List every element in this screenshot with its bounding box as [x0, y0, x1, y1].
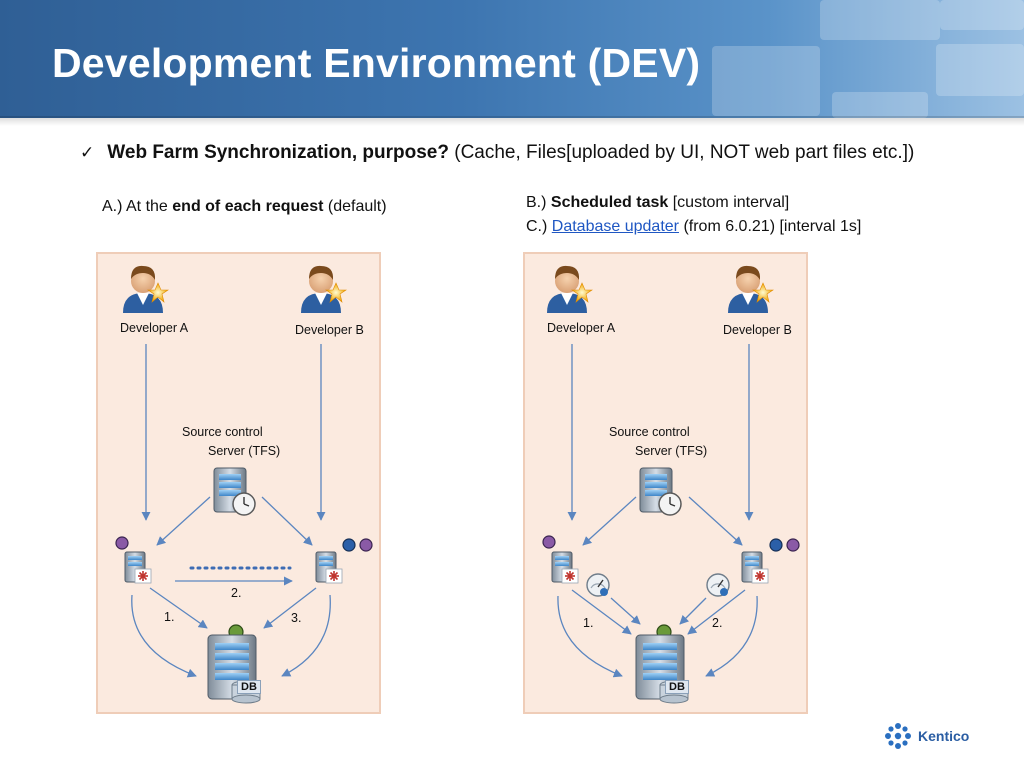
option-a-suffix: (default)	[327, 198, 387, 215]
arrow-tfs-to-a	[156, 496, 211, 546]
web-server-a-icon	[124, 551, 152, 584]
arrow-a-to-db	[149, 587, 208, 629]
web-server-a-icon	[551, 551, 579, 584]
source-control-line2: Server (TFS)	[208, 444, 281, 458]
step-1-label: 1.	[583, 616, 594, 630]
slide-header	[0, 0, 1024, 118]
web-server-b-icon	[315, 551, 343, 584]
db-label: DB	[237, 680, 261, 694]
blue-dot	[342, 538, 356, 552]
blue-dot	[769, 538, 783, 552]
developer-b-icon	[300, 265, 347, 314]
purple-dot	[786, 538, 800, 552]
developer-b-icon	[727, 265, 774, 314]
option-b-suffix: [custom interval]	[672, 194, 790, 211]
arrow-tfs-to-b	[688, 496, 743, 546]
source-control-line1: Source control	[182, 425, 263, 439]
kentico-logo-icon	[885, 723, 911, 749]
tfs-server-icon	[639, 467, 682, 516]
gauge-icon	[706, 573, 730, 597]
database-updater-link[interactable]: Database updater	[551, 218, 679, 235]
arrow-tfs-to-a	[582, 496, 637, 546]
header-tile	[832, 92, 928, 118]
bullet-line: ✓ Web Farm Synchronization, purpose? (Ca…	[80, 142, 914, 164]
arrow-tfs-to-b	[261, 496, 313, 546]
header-tile	[820, 0, 940, 40]
source-control-line2: Server (TFS)	[635, 444, 708, 458]
arrow-gauge-a-to-db	[610, 597, 641, 625]
check-icon: ✓	[80, 143, 95, 162]
option-b-caption: B.) Scheduled task [custom interval]	[526, 191, 789, 214]
purple-dot	[359, 538, 373, 552]
slide-title: Development Environment (DEV)	[52, 40, 701, 86]
developer-b-label: Developer B	[295, 323, 364, 337]
db-label: DB	[665, 680, 689, 694]
option-c-prefix: C.)	[526, 218, 548, 235]
gauge-icon	[586, 573, 610, 597]
arrow-b-curve-db	[281, 594, 331, 677]
step-3-label: 3.	[291, 611, 302, 625]
purple-dot	[115, 536, 129, 550]
diagram-left	[115, 265, 373, 704]
step-1-label: 1.	[164, 610, 175, 624]
source-control-label: Source control Server (TFS)	[609, 423, 707, 461]
arrow-b-to-db	[687, 589, 746, 635]
option-c-suffix: (from 6.0.21) [interval 1s]	[683, 218, 862, 235]
developer-a-icon	[122, 265, 169, 314]
developer-b-label: Developer B	[723, 323, 792, 337]
option-a-caption: A.) At the end of each request (default)	[102, 195, 387, 218]
bullet-rest: (Cache, Files[uploaded by UI, NOT web pa…	[454, 142, 915, 163]
option-b-prefix: B.)	[526, 194, 547, 211]
option-b-bold: Scheduled task	[550, 194, 669, 211]
arrow-b-curve-db	[705, 595, 758, 677]
header-shadow	[0, 116, 1024, 126]
purple-dot	[542, 535, 556, 549]
source-control-line1: Source control	[609, 425, 690, 439]
option-c-caption: C.) Database updater (from 6.0.21) [inte…	[526, 215, 861, 238]
arrow-b-to-db	[263, 587, 317, 629]
option-a-bold: end of each request	[172, 198, 324, 215]
step-2-label: 2.	[231, 586, 242, 600]
option-a-prefix: A.) At the	[102, 198, 168, 215]
developer-a-icon	[546, 265, 593, 314]
header-tile	[936, 44, 1024, 96]
step-2-label: 2.	[712, 616, 723, 630]
arrow-a-curve-db	[557, 595, 623, 678]
header-tile	[940, 0, 1024, 30]
arrow-a-to-db	[571, 589, 632, 635]
arrow-a-curve-db	[131, 594, 197, 678]
kentico-logo-text: Kentico	[918, 728, 970, 744]
developer-a-label: Developer A	[547, 321, 616, 335]
diagram-right	[542, 265, 800, 704]
tfs-server-icon	[213, 467, 256, 516]
developer-a-label: Developer A	[120, 321, 189, 335]
header-tile	[712, 46, 820, 116]
web-server-b-icon	[741, 551, 769, 584]
source-control-label: Source control Server (TFS)	[182, 423, 280, 461]
arrow-gauge-b-to-db	[679, 597, 707, 625]
bullet-bold: Web Farm Synchronization, purpose?	[107, 142, 449, 163]
